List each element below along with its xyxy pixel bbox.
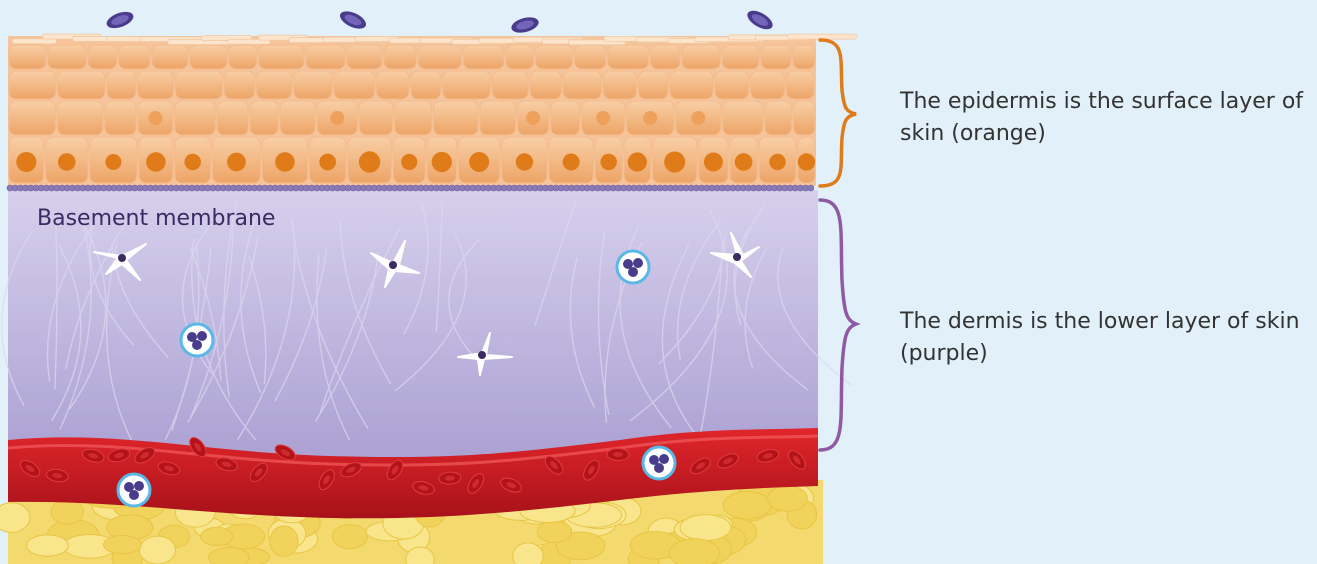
epidermis-caption: The epidermis is the surface layer of sk… [900,86,1310,150]
bacteria-group [104,7,775,35]
fat-cell-icon [723,492,771,519]
epidermis-layer [8,34,856,186]
fat-cell-icon [332,524,367,548]
bacteria-icon [744,7,775,33]
fat-cell-icon [139,536,175,564]
basement-membrane-label: Basement membrane [37,206,275,231]
red-blood-cell-icon [607,448,629,460]
bacteria-icon [104,9,135,32]
fat-cell-icon [27,535,69,556]
white-blood-cell-icon [643,447,675,479]
dermis-bracket [820,200,856,450]
white-blood-cell-icon [617,251,649,283]
fat-cell-icon [768,486,808,512]
fat-cell-icon [104,535,142,553]
dermis-layer [2,190,852,470]
epidermis-bracket [820,40,856,186]
fat-cell-icon [51,499,83,524]
white-blood-cell-icon [181,324,213,356]
white-blood-cell-icon [118,474,150,506]
fat-cell-icon [537,521,572,542]
dermis-caption: The dermis is the lower layer of skin (p… [900,306,1310,370]
fat-cell-icon [669,539,720,564]
fat-cell-icon [209,547,249,564]
bacteria-icon [510,15,541,36]
basement-membrane [7,185,814,191]
bacteria-icon [337,8,368,33]
fat-cell-icon [270,526,299,556]
fat-cell-icon [680,515,731,541]
fat-cell-icon [201,527,233,545]
